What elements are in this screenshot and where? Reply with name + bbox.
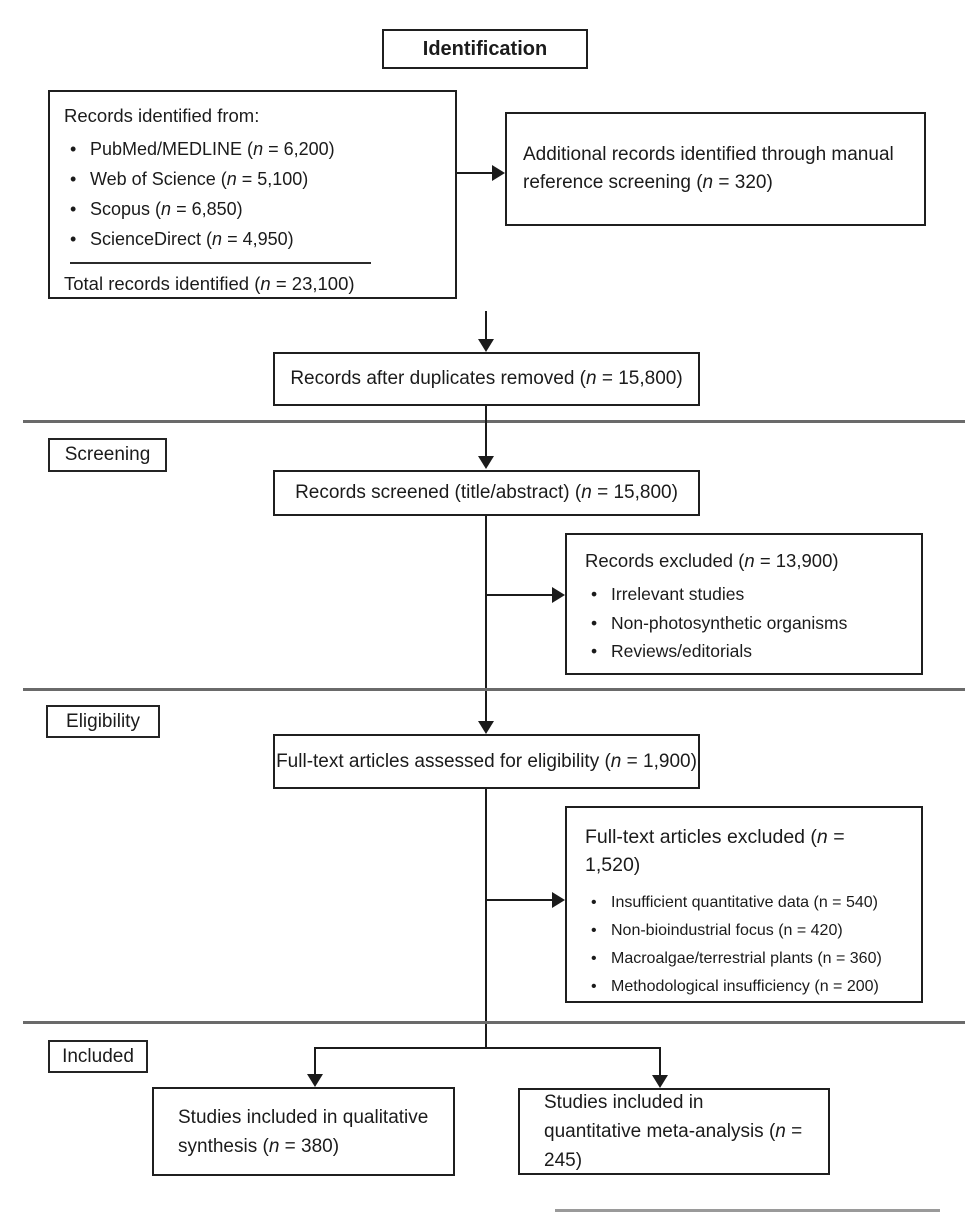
- stage-label-screening: Screening: [48, 438, 167, 472]
- arrow-down-icon: [478, 721, 494, 734]
- fulltext-excluded-title: Full-text articles excluded (n = 1,520): [585, 826, 845, 876]
- arrow-down-icon: [307, 1074, 323, 1087]
- connector-line: [314, 1047, 316, 1077]
- exclusion-reason: Non-photosynthetic organisms: [585, 609, 903, 638]
- arrow-down-icon: [652, 1075, 668, 1088]
- stage-label-eligibility: Eligibility: [46, 705, 160, 738]
- quantitative-meta-text: Studies included in quantitative meta-an…: [544, 1092, 803, 1171]
- connector-line: [486, 594, 553, 596]
- stage-label-included: Included: [48, 1040, 148, 1073]
- connector-line: [485, 406, 487, 458]
- section-divider: [23, 420, 965, 423]
- exclusion-reason: Insufficient quantitative data (n = 540): [585, 889, 903, 917]
- records-identified-title: Records identified from:: [64, 105, 260, 126]
- exclusion-reason: Macroalgae/terrestrial plants (n = 360): [585, 945, 903, 973]
- fulltext-assessed-box: Full-text articles assessed for eligibil…: [273, 734, 700, 789]
- records-screened-box: Records screened (title/abstract) (n = 1…: [273, 470, 700, 516]
- fulltext-excluded-box: Full-text articles excluded (n = 1,520) …: [565, 806, 923, 1003]
- connector-line: [485, 789, 487, 1049]
- connector-line: [485, 516, 487, 723]
- fulltext-assessed-text: Full-text articles assessed for eligibil…: [276, 750, 697, 772]
- connector-line: [486, 899, 553, 901]
- arrow-right-icon: [552, 892, 565, 908]
- additional-records-box: Additional records identified through ma…: [505, 112, 926, 226]
- source-item: ScienceDirect (n = 4,950): [64, 224, 441, 254]
- source-item: PubMed/MEDLINE (n = 6,200): [64, 134, 441, 164]
- connector-line: [457, 172, 494, 174]
- arrow-down-icon: [478, 339, 494, 352]
- connector-line: [659, 1047, 661, 1078]
- records-excluded-box: Records excluded (n = 13,900) Irrelevant…: [565, 533, 923, 675]
- stage-label-identification: Identification: [382, 29, 588, 69]
- qualitative-synthesis-text: Studies included in qualitative synthesi…: [178, 1106, 429, 1157]
- subtotal-divider: [70, 262, 371, 264]
- records-identified-total: Total records identified (n = 23,100): [64, 273, 355, 294]
- connector-line: [314, 1047, 661, 1049]
- additional-records-text: Additional records identified through ma…: [523, 144, 894, 193]
- exclusion-reason: Methodological insufficiency (n = 200): [585, 973, 903, 1001]
- connector-line: [485, 311, 487, 341]
- source-item: Web of Science (n = 5,100): [64, 164, 441, 194]
- arrow-right-icon: [552, 587, 565, 603]
- records-screened-text: Records screened (title/abstract) (n = 1…: [295, 482, 678, 503]
- exclusion-reason: Irrelevant studies: [585, 580, 903, 609]
- duplicates-removed-text: Records after duplicates removed (n = 15…: [290, 368, 683, 389]
- exclusion-reason: Non-bioindustrial focus (n = 420): [585, 917, 903, 945]
- records-identified-box: Records identified from: PubMed/MEDLINE …: [48, 90, 457, 299]
- arrow-down-icon: [478, 456, 494, 469]
- records-excluded-title: Records excluded (n = 13,900): [585, 550, 839, 571]
- arrow-right-icon: [492, 165, 505, 181]
- quantitative-meta-box: Studies included in quantitative meta-an…: [518, 1088, 830, 1175]
- source-item: Scopus (n = 6,850): [64, 194, 441, 224]
- duplicates-removed-box: Records after duplicates removed (n = 15…: [273, 352, 700, 406]
- qualitative-synthesis-box: Studies included in qualitative synthesi…: [152, 1087, 455, 1176]
- exclusion-reason: Reviews/editorials: [585, 637, 903, 666]
- section-divider: [23, 688, 965, 691]
- bottom-partial-line: [555, 1209, 940, 1212]
- section-divider: [23, 1021, 965, 1024]
